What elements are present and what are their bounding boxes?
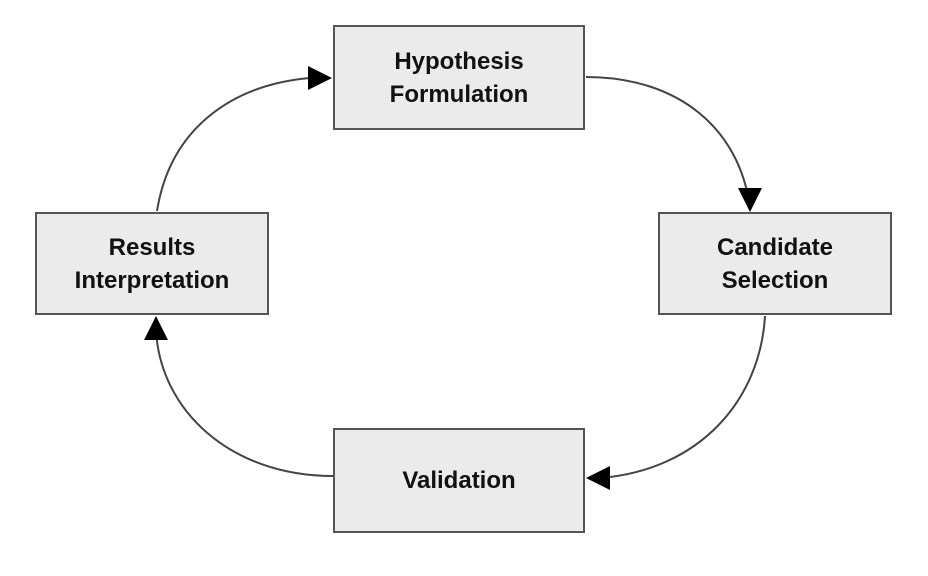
edge-validation-to-results: [155, 329, 334, 477]
edge-results-to-hypothesis: [156, 77, 311, 212]
edge-hypothesis-to-candidate: [585, 76, 751, 209]
edge-candidate-to-validation: [599, 315, 766, 479]
node-label-hypothesis-formulation: Hypothesis Formulation: [389, 47, 529, 108]
arrowhead-to-results: [144, 316, 168, 340]
node-hypothesis-formulation: Hypothesis Formulation: [333, 25, 585, 130]
node-candidate-selection: Candidate Selection: [658, 212, 892, 315]
arrowhead-to-hypothesis: [308, 66, 332, 90]
node-label-results-interpretation: Results Interpretation: [74, 233, 230, 294]
node-validation: Validation: [333, 428, 585, 533]
node-label-candidate-selection: Candidate Selection: [716, 233, 833, 294]
arrowhead-to-candidate: [738, 188, 762, 212]
arrowhead-to-validation: [586, 466, 610, 490]
node-label-validation: Validation: [402, 467, 516, 494]
node-results-interpretation: Results Interpretation: [35, 212, 269, 315]
